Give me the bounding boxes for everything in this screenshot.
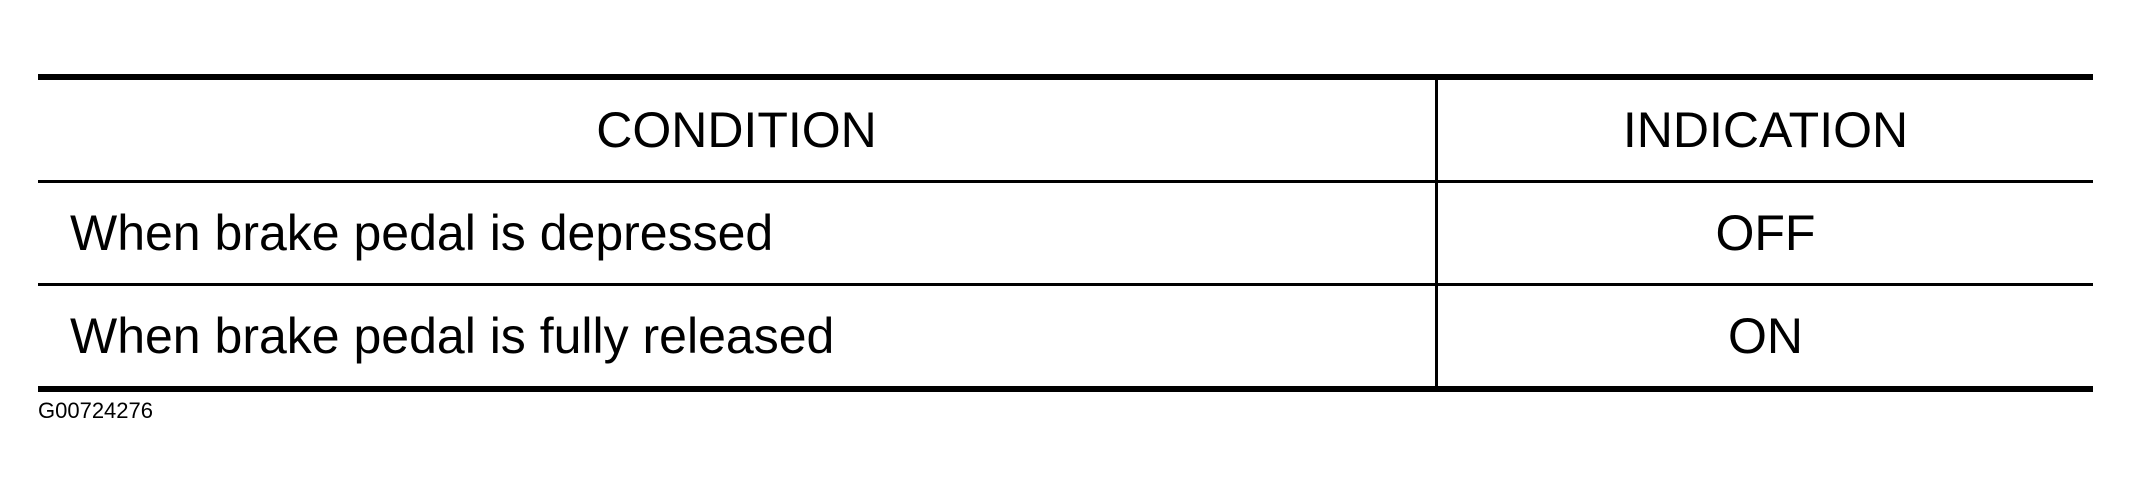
- table-row: When brake pedal is fully released ON: [38, 283, 2093, 386]
- figure-id: G00724276: [38, 398, 153, 423]
- header-indication: INDICATION: [1622, 102, 1909, 158]
- table-header-row: CONDITION INDICATION: [38, 80, 2093, 180]
- condition-cell: When brake pedal is fully released: [38, 286, 1438, 386]
- indication-cell: ON: [1728, 308, 1803, 364]
- header-condition: CONDITION: [38, 80, 1438, 180]
- table-row: When brake pedal is depressed OFF: [38, 180, 2093, 283]
- indication-cell: OFF: [1715, 205, 1816, 261]
- condition-indication-table: CONDITION INDICATION When brake pedal is…: [38, 74, 2093, 392]
- condition-cell: When brake pedal is depressed: [38, 183, 1438, 283]
